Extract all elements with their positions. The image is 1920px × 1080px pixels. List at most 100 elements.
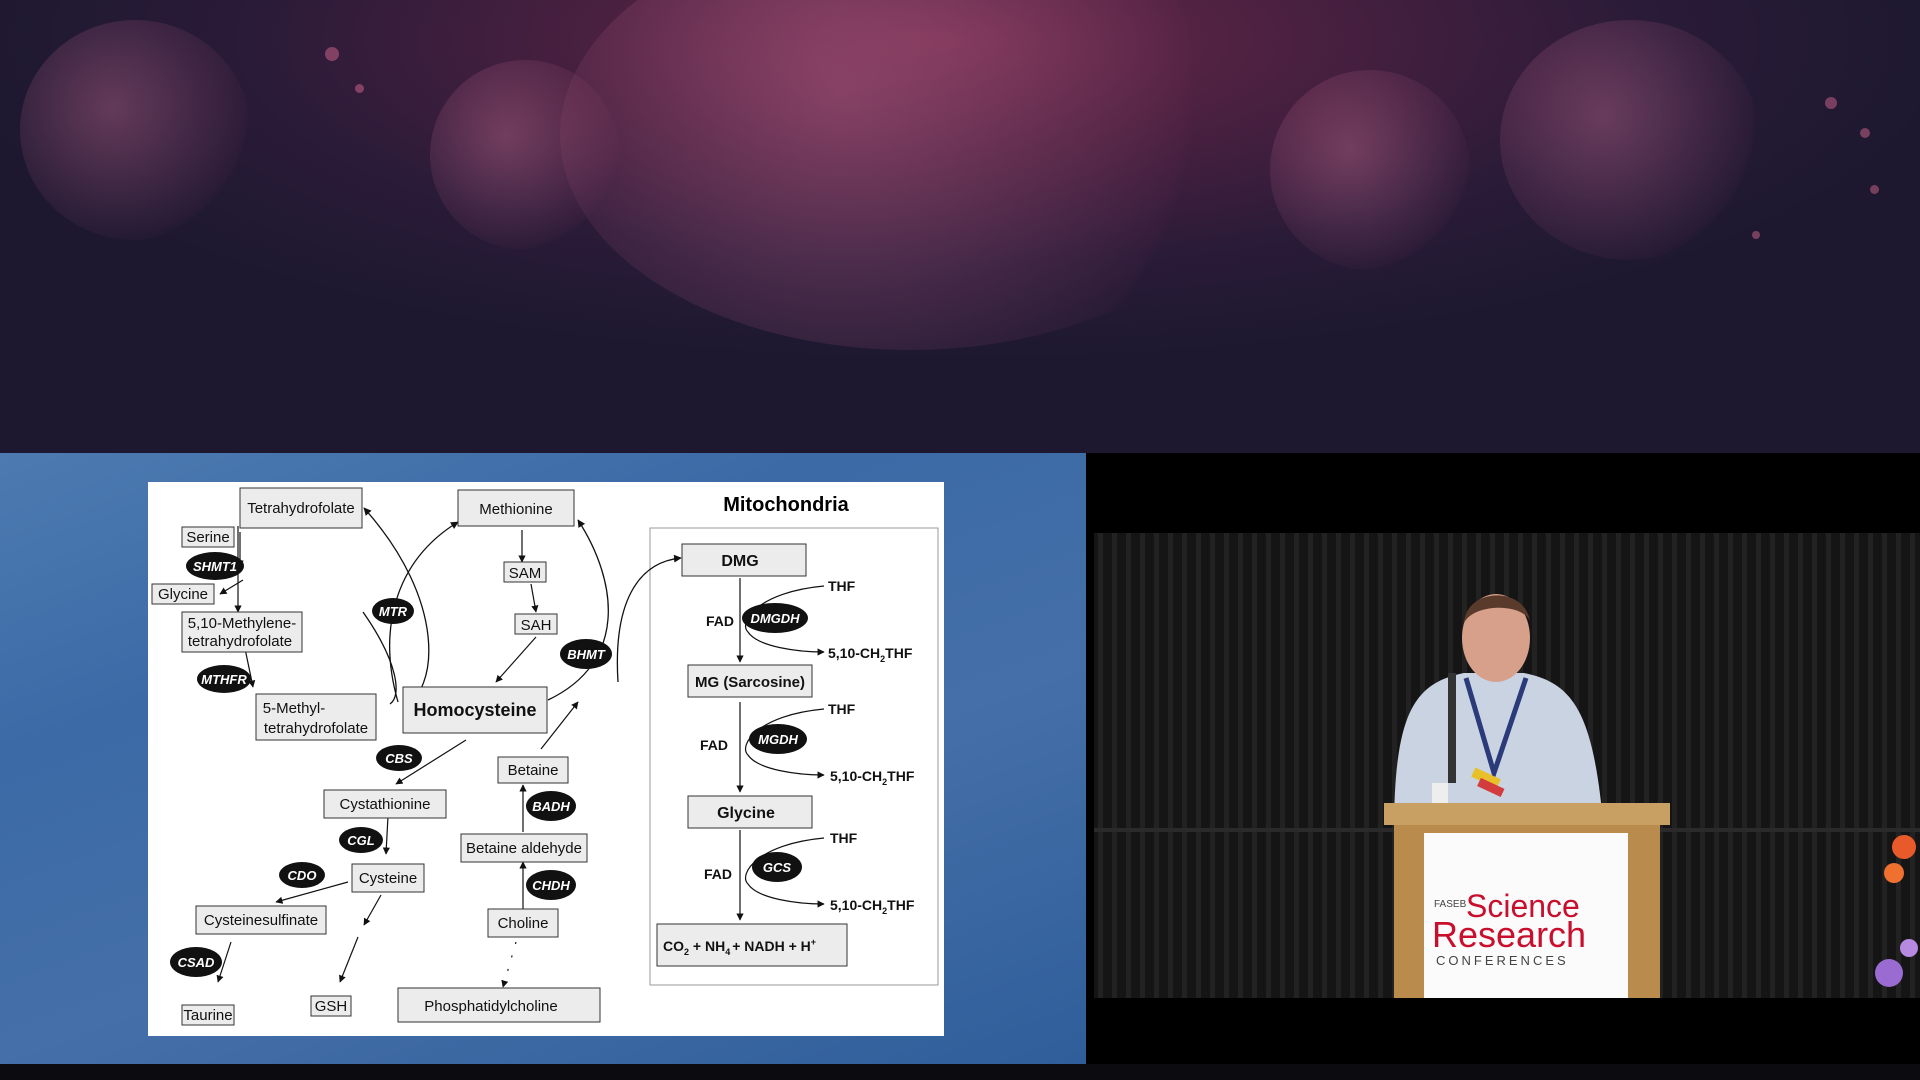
node-methionine bbox=[457, 489, 575, 527]
enzyme-label-bhmt: BHMT bbox=[567, 647, 606, 662]
enzyme-label-cgl: CGL bbox=[347, 833, 375, 848]
node-mg-sarcosine bbox=[687, 664, 813, 698]
podium-top bbox=[1384, 803, 1670, 825]
mitochondria-compartment bbox=[649, 527, 939, 986]
particle-dot bbox=[1752, 231, 1760, 239]
enzyme-label-mgdh: MGDH bbox=[758, 732, 798, 747]
enzyme-label-mthfr: MTHFR bbox=[201, 672, 247, 687]
node-glycine-mito bbox=[687, 795, 813, 829]
node-choline bbox=[487, 908, 559, 938]
label-mg-sarcosine: MG (Sarcosine) bbox=[695, 674, 805, 691]
arrow bbox=[530, 583, 539, 613]
enzyme-mgdh bbox=[749, 724, 807, 754]
enzyme-label-chdh: CHDH bbox=[532, 878, 570, 893]
label-dmg: DMG bbox=[721, 553, 758, 570]
speaker-video: FASEB Science Research CONFERENCES bbox=[1094, 533, 1920, 998]
speaker-scene: FASEB Science Research CONFERENCES bbox=[1094, 533, 1920, 998]
node-cysteinesulfinate bbox=[195, 905, 327, 935]
speaker-head bbox=[1462, 594, 1530, 682]
label-serine: Serine bbox=[186, 529, 229, 546]
node-homocysteine bbox=[402, 686, 548, 734]
particle-dot bbox=[1870, 185, 1879, 194]
node-sam bbox=[503, 561, 547, 583]
particle-dot bbox=[1860, 128, 1870, 138]
node-gsh bbox=[310, 995, 352, 1017]
virus-illustration bbox=[1500, 20, 1760, 260]
methionine-cycle-right bbox=[547, 519, 609, 701]
label-cystathionine: Cystathionine bbox=[340, 796, 431, 813]
metabolic-pathway-diagram: Mitochondria bbox=[151, 487, 939, 1026]
node-betaine-aldehyde bbox=[460, 833, 588, 863]
podium-science: Science bbox=[1466, 888, 1580, 924]
arrow bbox=[395, 739, 467, 785]
enzyme-label-dmgdh: DMGDH bbox=[750, 611, 800, 626]
enzyme-label-cbs: CBS bbox=[385, 751, 413, 766]
label-methylene-thf-2: tetrahydrofolate bbox=[188, 633, 292, 650]
label-final-products: CO2 + NH4+ NADH + H+ bbox=[663, 937, 816, 957]
enzyme-gcs bbox=[752, 852, 802, 882]
flower bbox=[1900, 939, 1918, 957]
microphone bbox=[1448, 673, 1456, 783]
label-thf: THF bbox=[828, 701, 856, 717]
label-methyl-thf-2: tetrahydrofolate bbox=[264, 720, 368, 737]
label-sah: SAH bbox=[521, 617, 552, 634]
podium-faseb: FASEB bbox=[1434, 899, 1467, 910]
node-taurine bbox=[181, 1004, 235, 1026]
arrow bbox=[540, 701, 579, 750]
label-methylene-thf-1: 5,10-Methylene- bbox=[188, 615, 296, 632]
label-ch2thf: 5,10-CH2THF bbox=[830, 897, 915, 916]
cup bbox=[1432, 783, 1448, 805]
node-cystathionine bbox=[323, 789, 447, 819]
label-cysteinesulfinate: Cysteinesulfinate bbox=[204, 912, 318, 929]
node-serine bbox=[181, 526, 235, 548]
arrow bbox=[216, 941, 232, 983]
flower bbox=[1875, 959, 1903, 987]
node-phosphatidylcholine bbox=[397, 987, 601, 1023]
flower bbox=[1892, 835, 1916, 859]
enzyme-bhmt bbox=[560, 639, 612, 669]
node-sah bbox=[514, 613, 558, 635]
label-fad: FAD bbox=[704, 866, 732, 882]
mitochondria-title: Mitochondria bbox=[723, 494, 849, 516]
folate-cycle-curve bbox=[362, 611, 397, 705]
badge-ribbon bbox=[1477, 777, 1505, 798]
node-final-products bbox=[656, 923, 848, 967]
enzyme-label-mtr: MTR bbox=[379, 604, 408, 619]
virus-illustration bbox=[20, 20, 250, 240]
label-methyl-thf-1: 5-Methyl- bbox=[263, 700, 326, 717]
label-homocysteine: Homocysteine bbox=[413, 700, 536, 720]
enzyme-cdo bbox=[279, 862, 325, 888]
enzyme-mtr bbox=[372, 598, 414, 624]
label-methionine: Methionine bbox=[479, 501, 552, 518]
node-betaine bbox=[497, 756, 569, 784]
virus-illustration bbox=[430, 60, 620, 250]
enzyme-chdh bbox=[526, 870, 576, 900]
enzyme-label-gcs: GCS bbox=[763, 860, 792, 875]
label-fad: FAD bbox=[700, 737, 728, 753]
node-cysteine bbox=[351, 863, 425, 893]
particle-dot bbox=[1825, 97, 1837, 109]
speaker-hair bbox=[1464, 595, 1530, 623]
dmg-curve bbox=[616, 554, 682, 683]
flower bbox=[1884, 863, 1904, 883]
conference-banner bbox=[0, 0, 1920, 453]
label-glycine-left: Glycine bbox=[158, 586, 208, 603]
label-ch2thf: 5,10-CH2THF bbox=[828, 645, 913, 664]
podium-research: Research bbox=[1432, 914, 1586, 955]
label-glycine-mito: Glycine bbox=[717, 805, 775, 822]
label-sam: SAM bbox=[509, 565, 542, 582]
enzyme-csad bbox=[170, 947, 222, 977]
arrow bbox=[275, 881, 349, 904]
label-thf: THF bbox=[830, 830, 858, 846]
enzyme-badh bbox=[526, 791, 576, 821]
node-glycine-left bbox=[151, 583, 215, 605]
label-fad: FAD bbox=[706, 613, 734, 629]
label-betaine: Betaine bbox=[508, 762, 559, 779]
presentation-slide: Mitochondria bbox=[148, 482, 944, 1036]
enzyme-shmt1 bbox=[186, 552, 244, 580]
label-thf: THF bbox=[828, 578, 856, 594]
badge-ribbon bbox=[1471, 767, 1501, 789]
enzyme-label-cdo: CDO bbox=[288, 868, 317, 883]
particle-dot bbox=[355, 84, 364, 93]
label-phosphatidylcholine: Phosphatidylcholine bbox=[424, 998, 557, 1015]
